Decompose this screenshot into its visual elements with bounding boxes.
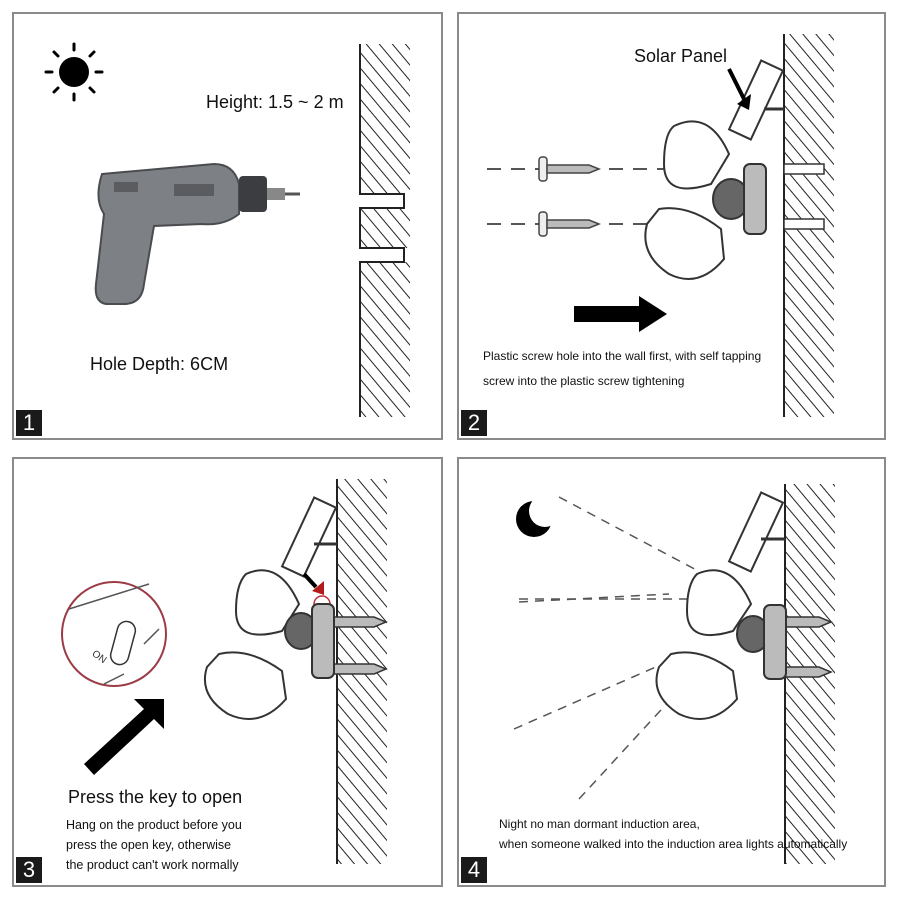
instruction-line-1: Hang on the product before you [66,818,242,832]
arrow-right-icon [574,296,667,332]
step-4-illustration [513,484,835,864]
step-title: Press the key to open [68,787,243,807]
step-number: 4 [461,857,487,883]
step-number: 1 [16,410,42,436]
solar-panel-label: Solar Panel [634,46,728,66]
step-1-illustration [44,42,410,417]
solar-panel-icon [280,496,338,578]
electric-drill-icon [94,162,300,305]
lamp-icon [655,569,787,720]
instruction-line-2: press the open key, otherwise [66,838,232,852]
step-number: 3 [16,857,42,883]
screw-icon [538,156,602,237]
step-3-panel: ON Press the key to open Hang on the pro… [12,457,443,887]
instruction-line-2: when someone walked into the induction a… [499,837,848,851]
sun-icon [44,42,104,102]
solar-panel-icon [727,59,785,141]
step-3-illustration: ON [61,479,388,864]
wall-cross-section [359,44,410,417]
solar-panel-icon [727,491,785,573]
lamp-icon [644,120,767,280]
height-label: Height: 1.5 ~ 2 m [206,92,344,112]
hole-depth-label: Hole Depth: 6CM [90,354,229,374]
step-2-illustration [487,34,834,417]
instruction-line-1: Plastic screw hole into the wall first, … [483,349,762,363]
instruction-line-3: the product can't work normally [66,858,239,872]
instruction-line-2: screw into the plastic screw tightening [483,374,685,388]
moon-icon [516,495,561,537]
step-2-panel: Solar Panel Plastic screw hole into the … [457,12,886,440]
arrow-up-right-icon [84,699,164,775]
step-number: 2 [461,410,487,436]
lamp-icon [203,569,335,720]
step-4-panel: Night no man dormant induction area, whe… [457,457,886,887]
instruction-line-1: Night no man dormant induction area, [499,817,700,831]
step-1-panel: Height: 1.5 ~ 2 m Hole Depth: 6CM 1 [12,12,443,440]
switch-icon [61,581,167,687]
